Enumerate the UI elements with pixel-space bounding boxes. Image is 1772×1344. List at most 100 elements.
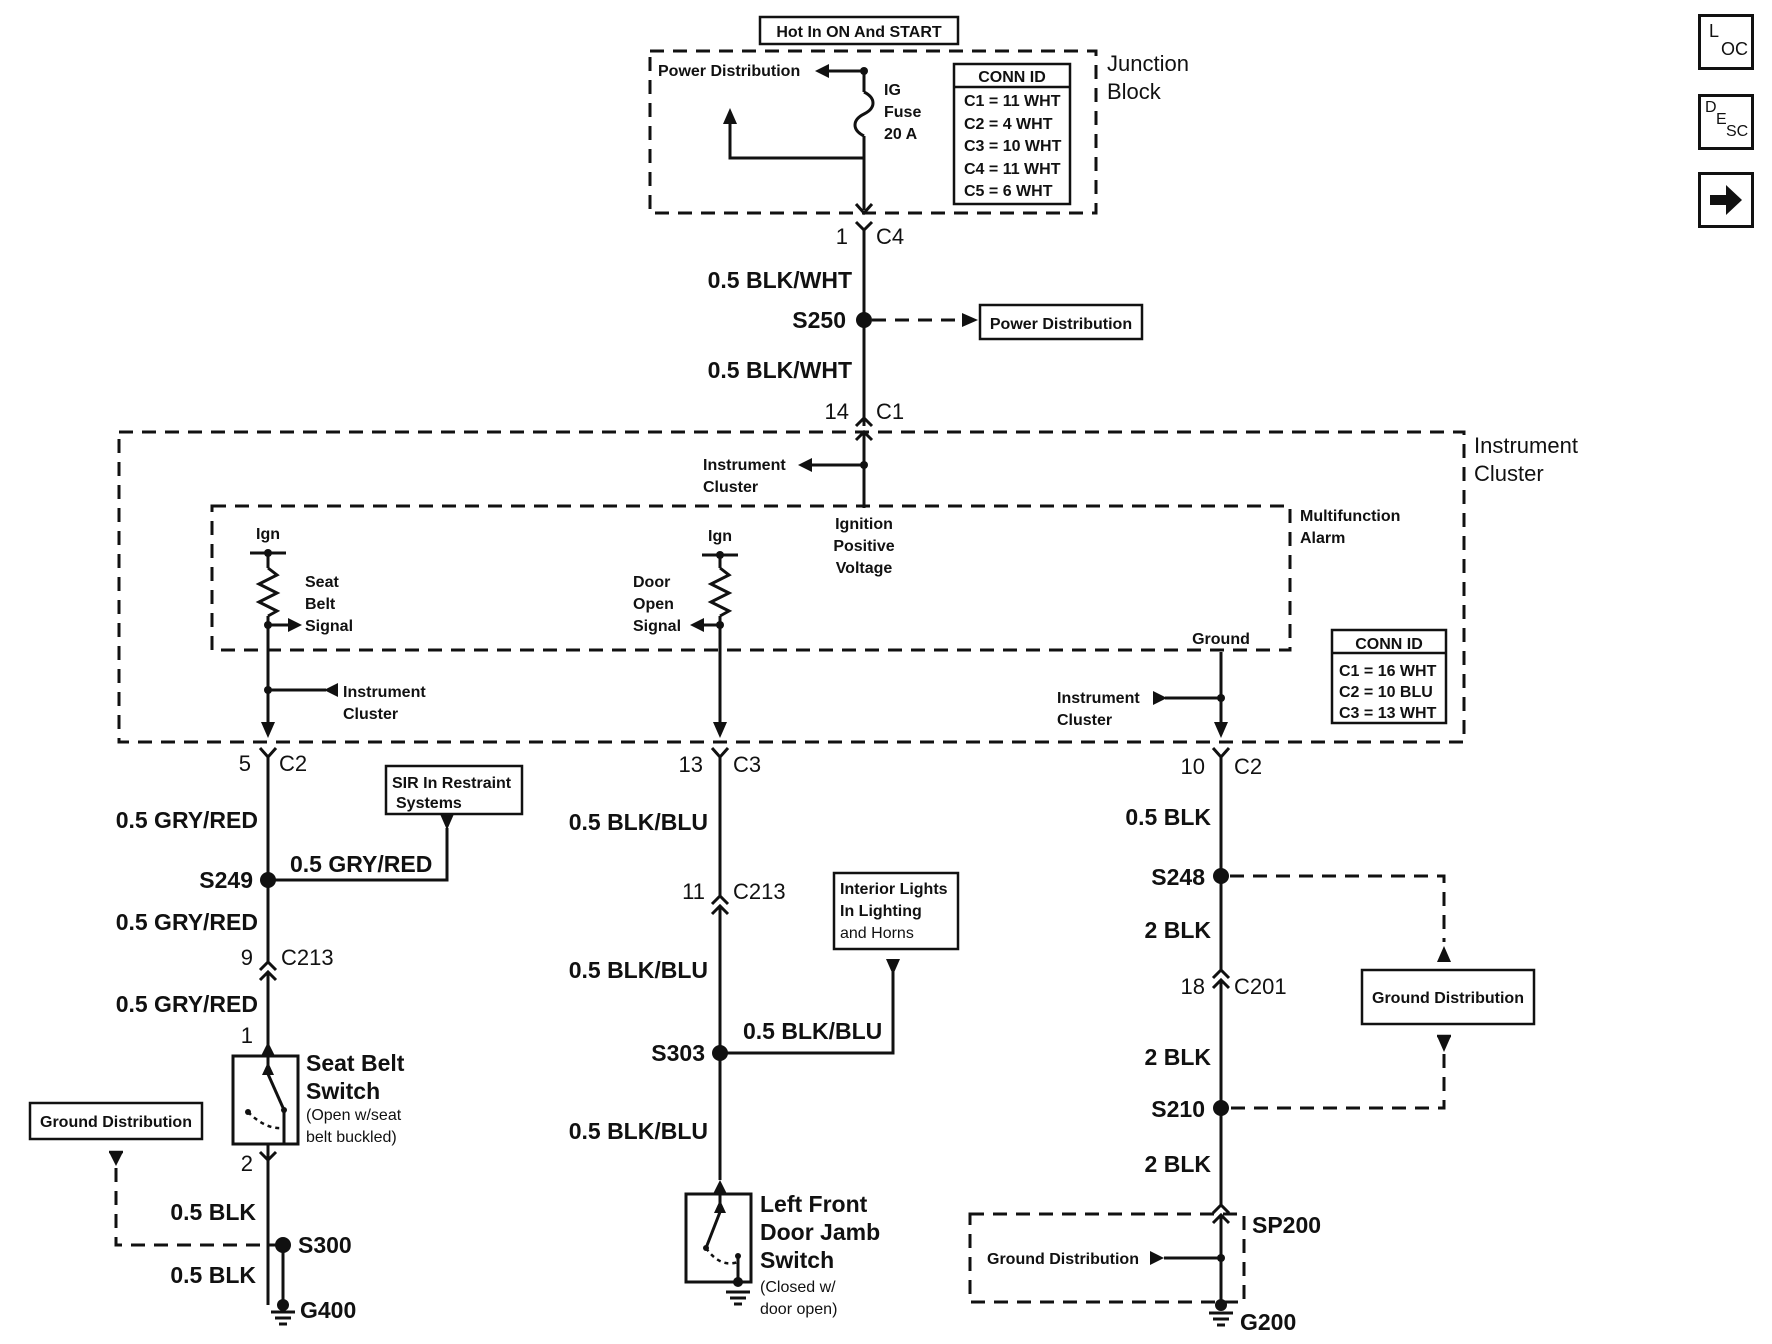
arrow-up-icon	[1437, 946, 1451, 962]
pin-number: 5	[239, 751, 251, 776]
loc-letter: L	[1709, 21, 1720, 41]
pin-number: 9	[241, 945, 253, 970]
door-signal-label: Door	[633, 574, 670, 591]
switch-label-2: Switch	[306, 1078, 380, 1104]
switch-note-2: belt buckled)	[306, 1129, 397, 1146]
junction-block-title-2: Block	[1107, 79, 1162, 104]
seat-belt-circuit: 5 C2 0.5 GRY/RED SIR In Restraint System…	[28, 747, 524, 1326]
alarm-label: Multifunction	[1300, 508, 1400, 525]
ground-label: G200	[1240, 1309, 1296, 1335]
wire-label: 0.5 BLK/BLU	[569, 809, 708, 835]
arrow-left-icon	[815, 64, 829, 78]
arrow-down-icon	[1437, 1036, 1451, 1052]
sp-ground-ref: Ground Distribution	[987, 1251, 1139, 1268]
ground-label: G400	[300, 1297, 356, 1323]
desc-letter-2: E	[1716, 111, 1727, 128]
ground-ref-box	[28, 1101, 204, 1141]
splice-label: S300	[298, 1232, 352, 1258]
ic-left-label: Instrument	[343, 684, 426, 701]
ic-conn-row: C1 = 16 WHT	[1339, 663, 1437, 680]
arrow-right-icon	[1150, 1251, 1164, 1265]
jb-conn-row: C2 = 4 WHT	[964, 116, 1053, 133]
door-circuit: 13 C3 0.5 BLK/BLU 11 C213 Interior Light…	[569, 747, 960, 1318]
fuse-label-3: 20 A	[884, 126, 918, 143]
splice-dot	[1213, 1100, 1229, 1116]
jb-conn-row: C3 = 10 WHT	[964, 138, 1062, 155]
connector-label: C4	[876, 224, 904, 249]
wire-label: 2 BLK	[1145, 1151, 1212, 1177]
arrow-down-icon	[261, 722, 275, 738]
ic-right-label: Instrument	[1057, 690, 1140, 707]
location-button[interactable]: L OC	[1698, 14, 1754, 70]
door-switch-note-2: door open)	[760, 1301, 837, 1318]
wire-label: 0.5 BLK/BLU	[569, 957, 708, 983]
arrow-down-icon	[440, 814, 454, 830]
arrow-down-icon	[1214, 722, 1228, 738]
connector-symbol	[854, 415, 874, 428]
lights-ref-3: and Horns	[840, 925, 914, 942]
ic-feed-label-2: Cluster	[703, 479, 758, 496]
ground-dot	[1215, 1299, 1227, 1311]
ic-conn-id-table	[1330, 628, 1448, 725]
connector-symbol	[854, 203, 874, 216]
arrow-left-icon	[690, 618, 704, 632]
hot-label-box	[758, 15, 960, 46]
description-button[interactable]: D E SC	[1698, 94, 1754, 150]
door-switch-label: Left Front	[760, 1191, 868, 1217]
door-switch-label-3: Switch	[760, 1247, 834, 1273]
pin-number: 1	[241, 1023, 253, 1048]
splice-ref-box	[978, 303, 1144, 341]
arrow-down-icon	[886, 959, 900, 975]
splice-label: S303	[651, 1040, 705, 1066]
splice-pack-outline	[968, 1212, 1246, 1304]
arrow-up-icon	[261, 1042, 275, 1056]
switch-note: (Open w/seat	[306, 1107, 402, 1124]
connector-label: C2	[1234, 754, 1262, 779]
right-arrow-icon	[1710, 185, 1742, 215]
arrow-down-icon	[713, 722, 727, 738]
door-switch-note: (Closed w/	[760, 1279, 836, 1296]
jb-conn-id-header: CONN ID	[978, 69, 1046, 86]
loc-letters: OC	[1721, 39, 1748, 59]
jb-conn-row: C4 = 11 WHT	[964, 161, 1061, 178]
ground-ref: Ground Distribution	[40, 1114, 192, 1131]
wire-label: 2 BLK	[1145, 1044, 1212, 1070]
sir-ref: SIR In Restraint	[392, 775, 512, 792]
wire-label: 0.5 GRY/RED	[116, 991, 258, 1017]
hot-label: Hot In ON And START	[776, 24, 942, 41]
jb-conn-id-table	[952, 62, 1072, 206]
switch-label: Seat Belt	[306, 1050, 405, 1076]
wire-label: 0.5 BLK	[170, 1199, 256, 1225]
seat-signal-label-2: Belt	[305, 596, 336, 613]
ground-circuit: 10 C2 0.5 BLK S248 2 BLK 18 C201 Ground …	[968, 747, 1536, 1335]
sir-ref-2: Systems	[396, 795, 462, 812]
splice-pack-label: SP200	[1252, 1212, 1321, 1238]
ground-icon	[1209, 1311, 1233, 1327]
connector-label: C2	[279, 751, 307, 776]
jb-conn-row: C5 = 6 WHT	[964, 183, 1053, 200]
instrument-cluster-title: Instrument	[1474, 433, 1578, 458]
connector-symbol	[1211, 747, 1231, 760]
pin-number: 2	[241, 1151, 253, 1176]
arrow-right-icon	[962, 313, 978, 327]
junction-block-outline	[648, 49, 1098, 215]
wire-label: 0.5 BLK/BLU	[743, 1018, 882, 1044]
ground-ref-box	[1360, 968, 1536, 1026]
instrument-cluster-title-2: Cluster	[1474, 461, 1544, 486]
wire-label: 0.5 BLK/WHT	[708, 267, 852, 293]
next-button[interactable]	[1698, 172, 1754, 228]
wire-label: 2 BLK	[1145, 917, 1212, 943]
desc-letters: SC	[1726, 123, 1749, 140]
door-signal-label-3: Signal	[633, 618, 681, 635]
lights-ref-box	[832, 871, 960, 951]
ignition-label-2: Positive	[833, 538, 894, 555]
splice-dot	[260, 872, 276, 888]
door-signal-label-2: Open	[633, 596, 674, 613]
resistor-icon	[255, 566, 281, 618]
connector-symbol	[710, 893, 730, 906]
splice-label: S249	[199, 867, 253, 893]
junction-block: Hot In ON And START Junction Block CONN …	[648, 15, 1189, 249]
ic-left-label-2: Cluster	[343, 706, 398, 723]
arrow-left-icon	[798, 458, 812, 472]
